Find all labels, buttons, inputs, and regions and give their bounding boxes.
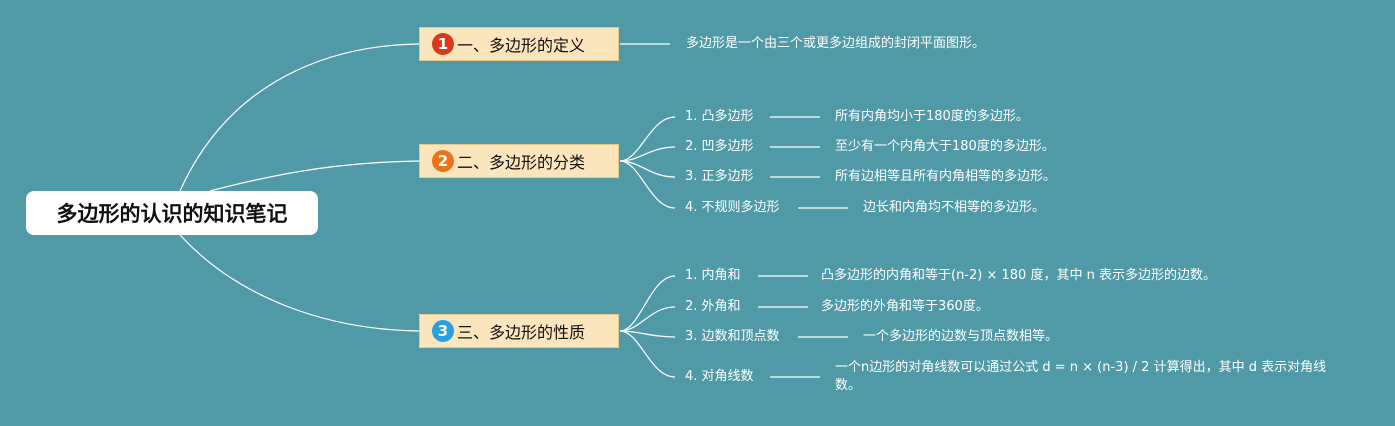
topic-1-number-badge: 1 [432, 33, 454, 55]
root-to-topic-1-line [179, 43, 421, 192]
topic-3-item-4-description: 一个n边形的对角线数可以通过公式 d = n × (n-3) / 2 计算得出，… [835, 360, 1327, 393]
root-to-topic-2-line [209, 160, 421, 192]
topic-2-label: 二、多边形的分类 [457, 153, 586, 172]
topic-1-node[interactable]: 1 一、多边形的定义 [419, 27, 619, 61]
topic-3-item-3-description: 一个多边形的边数与顶点数相等。 [863, 329, 1059, 344]
topic-3-number-badge: 3 [432, 320, 454, 342]
topic-2-item-4-description: 边长和内角均不相等的多边形。 [863, 200, 1046, 215]
topic-1-label: 一、多边形的定义 [457, 36, 586, 55]
topic-3-branch-3 [619, 330, 676, 338]
topic-3-branch-2 [619, 306, 676, 332]
topic-3-label: 三、多边形的性质 [457, 323, 586, 342]
topic-2-item-2-description: 至少有一个内角大于180度的多边形。 [835, 139, 1055, 154]
root-to-topic-3-line [179, 234, 421, 332]
topic-3-item-1-description: 凸多边形的内角和等于(n-2) × 180 度，其中 n 表示多边形的边数。 [821, 268, 1216, 283]
topic-3-item-2-label[interactable]: 2. 外角和 [685, 299, 741, 314]
topic-3-item-2-description: 多边形的外角和等于360度。 [821, 299, 989, 314]
topic-2-item-3-description: 所有边相等且所有内角相等的多边形。 [835, 169, 1057, 184]
topic-3-item-3-label[interactable]: 3. 边数和顶点数 [685, 329, 780, 344]
topic-2-item-2-label[interactable]: 2. 凹多边形 [685, 139, 754, 154]
topic-3-item-4-label[interactable]: 4. 对角线数 [685, 369, 754, 384]
topic-2-branch-4 [619, 160, 676, 209]
topic-2-item-1-label[interactable]: 1. 凸多边形 [685, 109, 754, 124]
topic-1-description: 多边形是一个由三个或更多边组成的封闭平面图形。 [686, 36, 986, 51]
topic-2-item-3-label[interactable]: 3. 正多边形 [685, 169, 754, 184]
topic-3-item-1-label[interactable]: 1. 内角和 [685, 268, 741, 283]
topic-3-node[interactable]: 3 三、多边形的性质 [419, 314, 619, 348]
topic-2-branch-2 [619, 146, 676, 162]
topic-3-branch-1 [619, 275, 676, 332]
topic-2-node[interactable]: 2 二、多边形的分类 [419, 144, 619, 178]
topic-2-branch-1 [619, 116, 676, 162]
topic-2-number-badge: 2 [432, 150, 454, 172]
topic-2-item-1-description: 所有内角均小于180度的多边形。 [835, 109, 1029, 124]
topic-2-item-4-label[interactable]: 4. 不规则多边形 [685, 200, 780, 215]
root-label: 多边形的认识的知识笔记 [56, 202, 288, 226]
root-node[interactable]: 多边形的认识的知识笔记 [26, 191, 318, 235]
topic-3-branch-4 [619, 330, 676, 378]
